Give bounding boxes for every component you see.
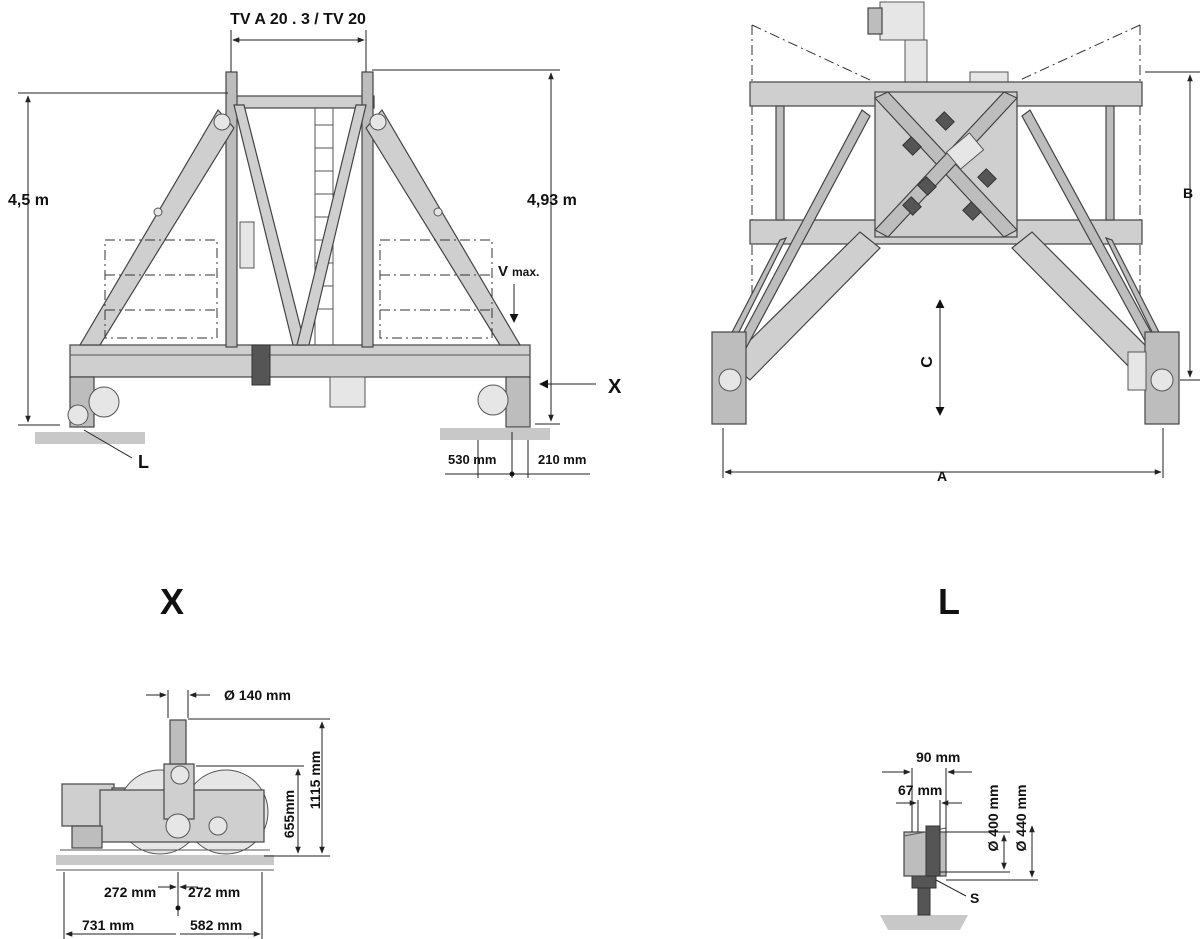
- top-beam: [227, 95, 375, 109]
- ground-left: [35, 432, 145, 444]
- rail-web: [917, 887, 931, 916]
- dim-582: 582 mm: [190, 917, 242, 933]
- dia-140-label: Ø 140 mm: [224, 687, 291, 703]
- dim-530: 530 mm: [448, 452, 496, 467]
- center-ladder-lower: [329, 376, 366, 408]
- front-title: TV A 20 . 3 / TV 20: [230, 11, 366, 28]
- dim-c-label: C: [919, 356, 936, 368]
- dia-400-label: Ø 400 mm: [985, 785, 1001, 852]
- detail-x-title: X: [160, 581, 184, 622]
- rail-base: [880, 915, 968, 930]
- rail-head: [911, 875, 937, 889]
- detail-l-title: L: [938, 581, 960, 622]
- dim-90-label: 90 mm: [916, 749, 960, 765]
- dim-a-label: A: [937, 468, 947, 484]
- top-leg-left: [727, 231, 881, 381]
- dim-731: 731 mm: [82, 917, 134, 933]
- detail-l: 90 mm 67 mm Ø 400 mm Ø 440 mm S: [880, 749, 1038, 930]
- dim-210: 210 mm: [538, 452, 586, 467]
- dia-440-label: Ø 440 mm: [1013, 785, 1029, 852]
- kingpin: [169, 719, 187, 765]
- mast-post-left: [225, 71, 238, 348]
- center-winch: [251, 344, 271, 386]
- base-beam: [69, 344, 531, 378]
- dim-67-label: 67 mm: [898, 782, 942, 798]
- brace-v-right: [296, 104, 367, 346]
- view-marker-x: X: [608, 376, 622, 398]
- ballast-right: [379, 239, 493, 339]
- bogie-right: [505, 376, 531, 428]
- height-left-label: 4,5 m: [8, 192, 49, 209]
- top-view: A B C: [711, 1, 1200, 484]
- ballast-left: [104, 239, 218, 339]
- slewing-block: [879, 1, 925, 41]
- height-1115-label: 1115 mm: [307, 751, 323, 809]
- top-bogie-right: [1144, 331, 1180, 425]
- motor-left: [88, 386, 120, 418]
- height-right-label: 4,93 m: [527, 192, 577, 209]
- dim-272-left: 272 mm: [104, 884, 156, 900]
- ground-right: [440, 428, 550, 440]
- detail-x: Ø 140 mm 1115 mm 655mm 272 mm 272 mm 731…: [56, 687, 330, 939]
- dim-b-label: B: [1183, 185, 1193, 201]
- dim-272-right: 272 mm: [188, 884, 240, 900]
- label-s: S: [970, 890, 979, 906]
- panel-box: [239, 221, 255, 269]
- motor-right: [477, 384, 509, 416]
- mast-post-right: [361, 71, 374, 348]
- detail-marker-l: L: [138, 452, 149, 472]
- height-655-label: 655mm: [281, 790, 297, 838]
